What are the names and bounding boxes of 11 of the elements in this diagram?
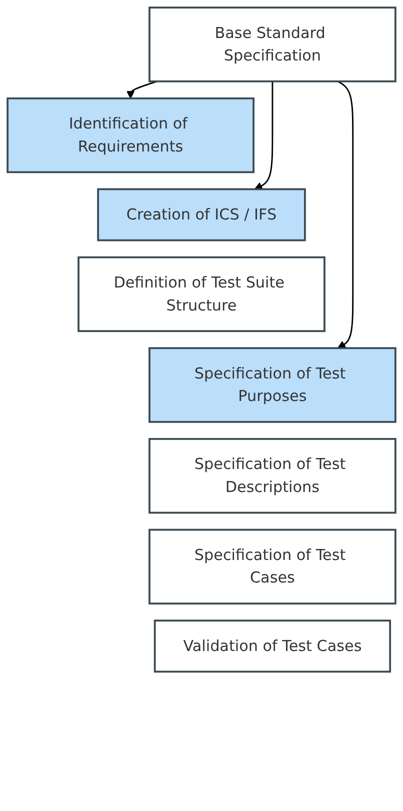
process-box: Specification of Test Cases [148, 528, 396, 604]
arrow [126, 80, 158, 99]
process-box: Definition of Test Suite Structure [78, 256, 326, 332]
arrow [337, 80, 354, 348]
process-box: Specification of Test Purposes [148, 347, 396, 423]
process-box: Base Standard Specification [148, 6, 396, 82]
process-box: Validation of Test Cases [154, 620, 392, 673]
process-box: Identification of Requirements [6, 97, 254, 174]
process-box: Specification of Test Descriptions [148, 438, 396, 514]
process-box: Creation of ICS / IFS [97, 188, 306, 242]
arrow [254, 81, 274, 190]
